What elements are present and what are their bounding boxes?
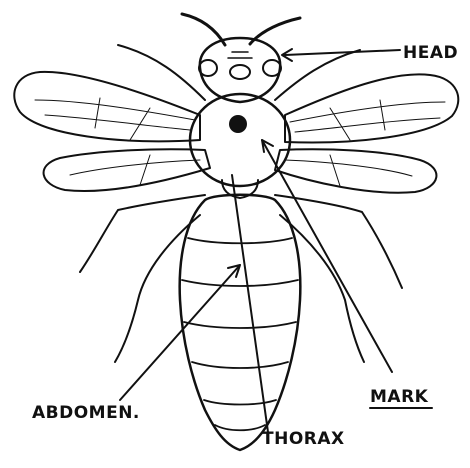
label-head: HEAD [403, 43, 458, 63]
thorax-pointer [232, 175, 268, 432]
right-forewing [285, 74, 458, 142]
legs [80, 45, 402, 362]
mark-pointer [262, 140, 392, 372]
left-forewing [14, 72, 200, 141]
right-hindwing [275, 149, 436, 192]
head-pointer [285, 50, 400, 55]
head [199, 38, 281, 102]
thorax [190, 94, 290, 186]
thorax-mark-dot [229, 115, 247, 133]
label-mark: MARK [370, 387, 429, 407]
label-abdomen: ABDOMEN. [32, 403, 140, 423]
antennae [182, 14, 300, 45]
label-thorax: THORAX [262, 429, 345, 449]
pointer-lines [120, 49, 400, 432]
left-hindwing [44, 149, 210, 191]
